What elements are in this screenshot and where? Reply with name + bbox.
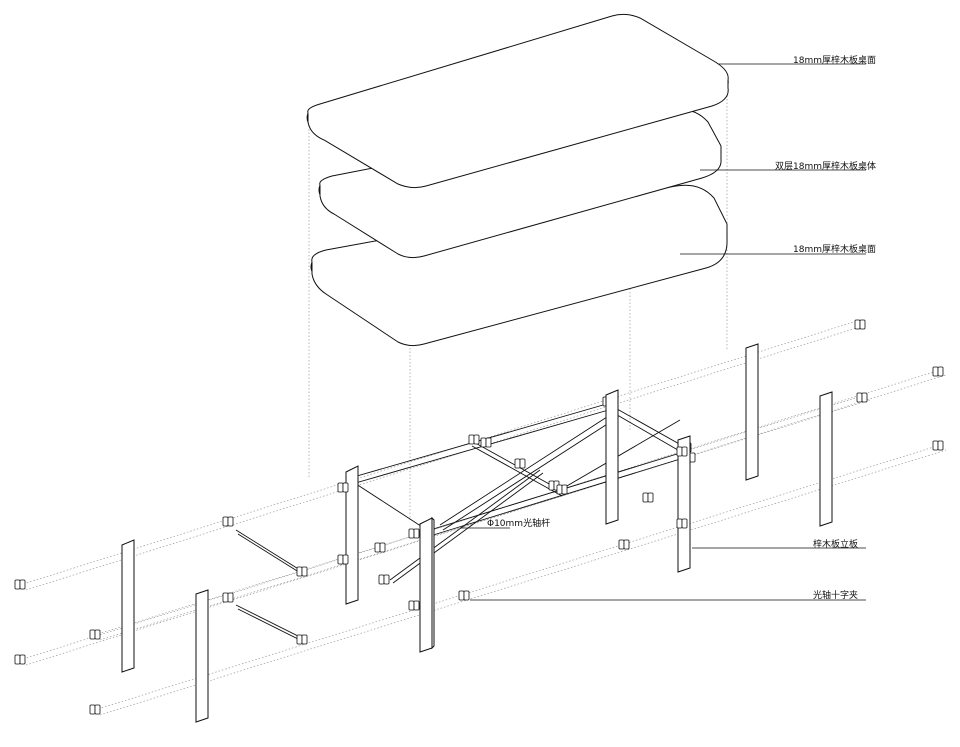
label-middle-panel: 双层18mm厚梓木板桌体	[775, 162, 876, 172]
frame-rods	[235, 402, 691, 642]
upright-boards	[121, 343, 833, 723]
label-clamp: 光轴十字夹	[813, 591, 859, 601]
panel-top	[306, 13, 729, 189]
upright-clamps	[337, 446, 688, 565]
leader-lines	[460, 63, 866, 601]
label-top-panel: 18mm厚梓木板桌面	[793, 56, 876, 66]
label-upright: 梓木板立板	[813, 540, 859, 550]
label-rod: Φ10mm光轴杆	[487, 519, 551, 529]
label-bottom-panel: 18mm厚梓木板桌面	[793, 245, 876, 255]
loose-clamps	[14, 319, 944, 715]
